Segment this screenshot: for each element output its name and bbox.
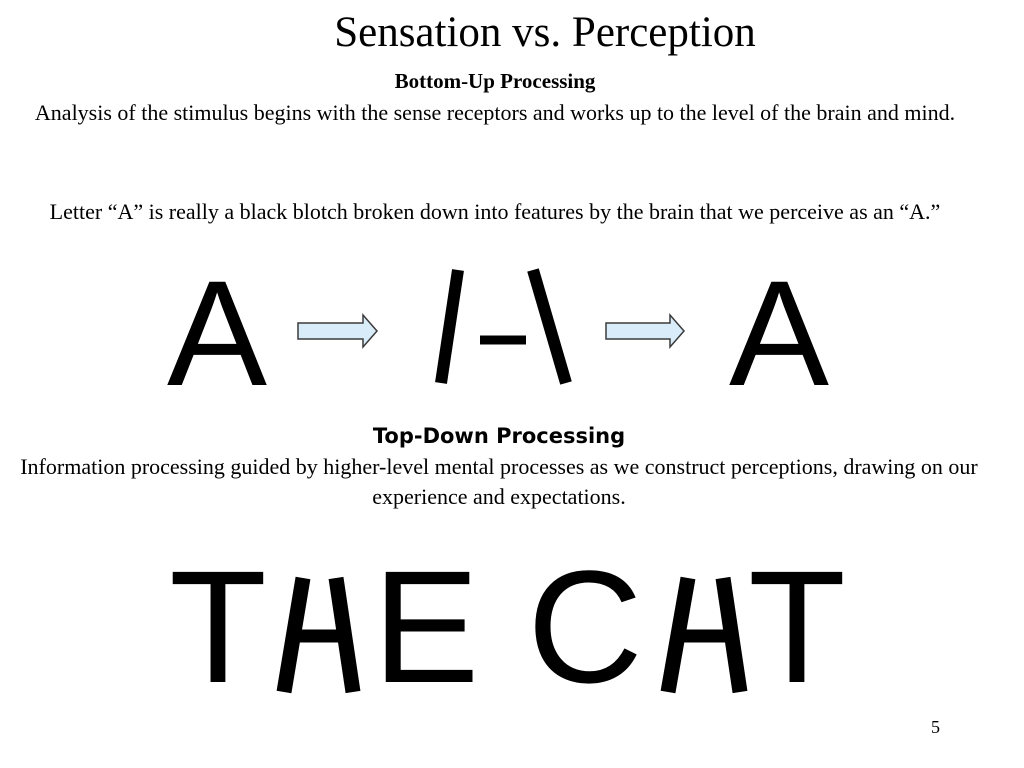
- letter-e: E: [373, 537, 480, 716]
- the-cat-example: T E C T: [169, 537, 846, 716]
- letter-a-features: [435, 268, 572, 385]
- letter-a-example-text: Letter “A” is really a black blotch brok…: [49, 199, 941, 224]
- letter-t-first: T: [169, 537, 267, 716]
- letter-a-whole: A: [167, 249, 267, 417]
- right-stroke-feature: [527, 268, 572, 385]
- letter-a-perceived: A: [729, 249, 829, 417]
- ambiguous-h-glyph: [276, 576, 361, 694]
- right-arrow-icon: [605, 313, 685, 349]
- bottom-up-definition: Analysis of the stimulus begins with the…: [34, 100, 956, 125]
- right-arrow-icon: [297, 313, 378, 349]
- top-down-definition: Information processing guided by higher-…: [20, 454, 978, 509]
- left-stroke-feature: [435, 269, 464, 384]
- letter-c: C: [527, 537, 643, 716]
- bottom-up-heading: Bottom-Up Processing: [394, 69, 596, 93]
- top-down-heading: Top-Down Processing: [372, 424, 626, 448]
- slide-title: Sensation vs. Perception: [334, 9, 756, 56]
- ambiguous-a-glyph: [660, 576, 748, 694]
- letter-t-last: T: [748, 537, 846, 716]
- page-number: 5: [931, 717, 940, 737]
